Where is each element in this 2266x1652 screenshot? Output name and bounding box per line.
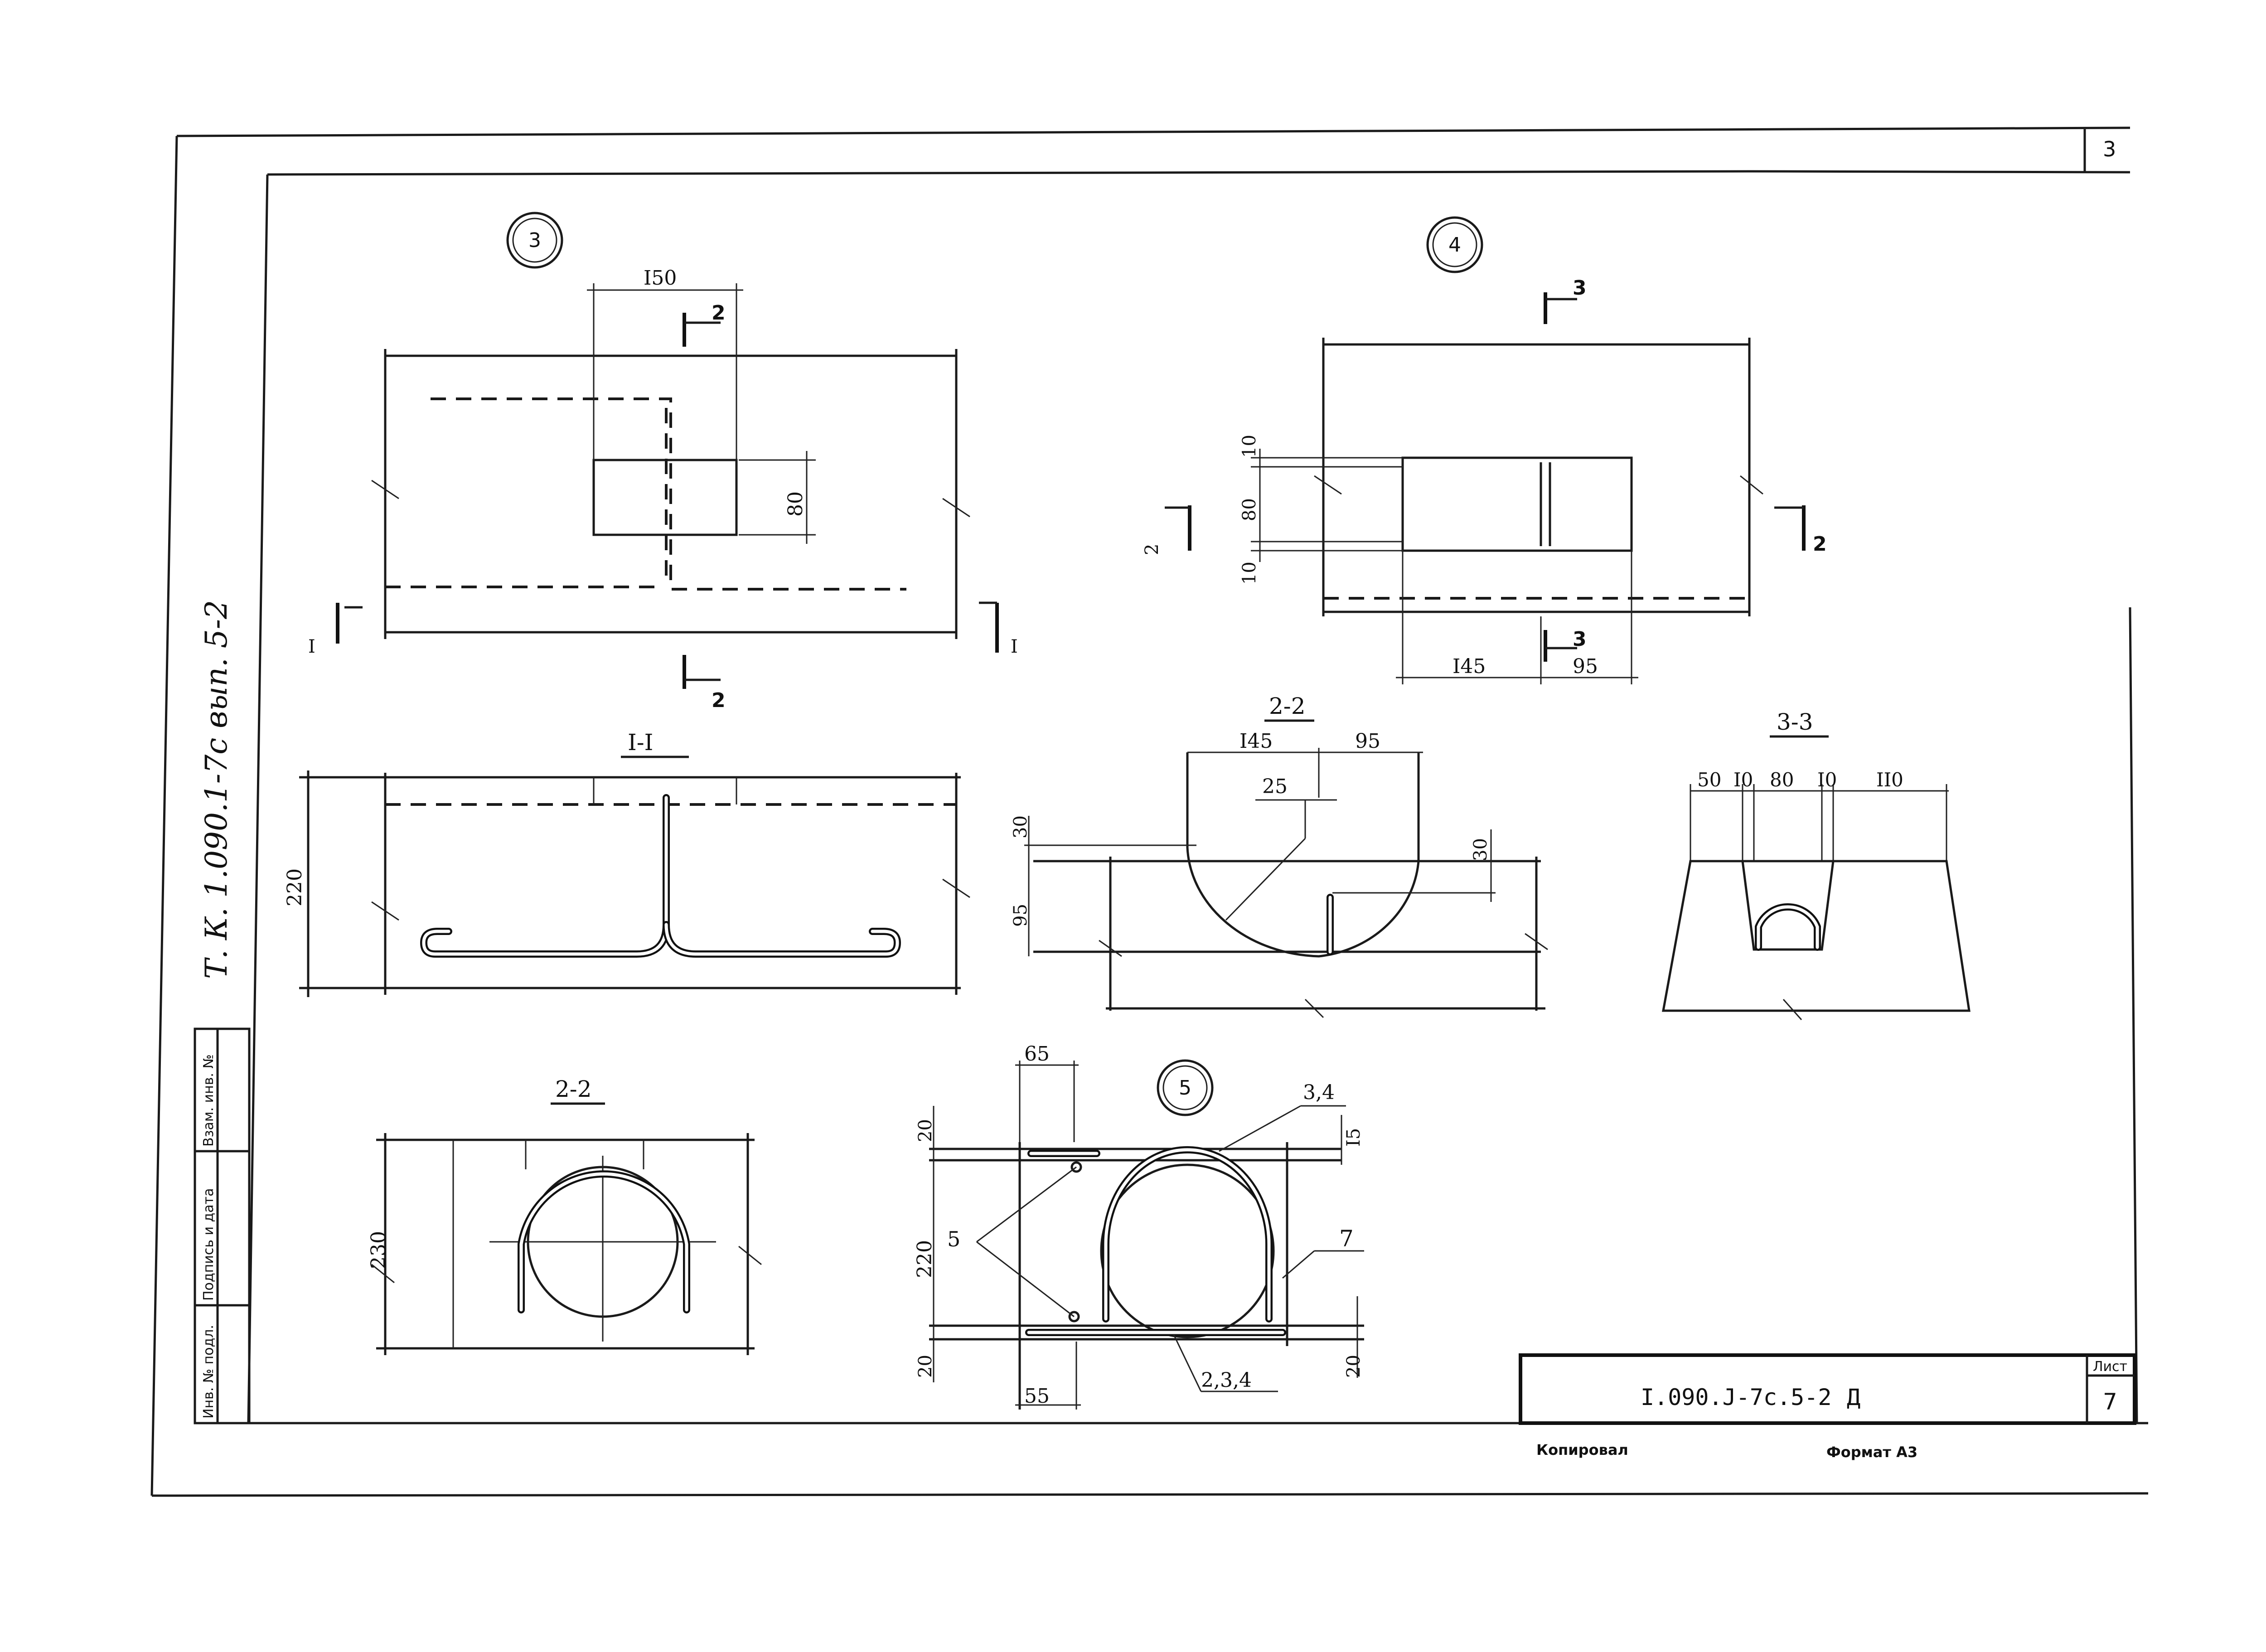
node-4-cut-2-right: 2: [1813, 533, 1827, 556]
node-3-cut-1-right: I: [1011, 636, 1018, 657]
section-2-2-top-view: 2-2 I45 95 25 30 95 30: [1010, 693, 1548, 1018]
section-3-3-dim-4: I0: [1817, 769, 1837, 791]
node-5-callout-right: 7: [1339, 1226, 1354, 1252]
section-2-2-top-offset: 25: [1262, 775, 1288, 798]
node-5-right-top: I5: [1343, 1128, 1364, 1147]
node-5-callout-left: 5: [947, 1227, 960, 1251]
node-5-view: 5 65 55 20 220 20 20 I5 5: [913, 1042, 1364, 1410]
node-3-marker: 3: [528, 229, 541, 252]
node-4-cut-3-bottom: 3: [1573, 628, 1587, 651]
node-5-top: 20: [915, 1119, 936, 1142]
section-2-2-bottom-height: 230: [367, 1231, 390, 1269]
section-3-3-view: 3-3 50 I0 80 I0 II0: [1662, 709, 1971, 1020]
node-4-view: 4 10 80 10 I45 95 3 3 2: [1142, 216, 1827, 684]
side-stamp: Инв. № подл. Подпись и дата Взам. инв. №: [194, 1027, 251, 1424]
title-block: I.090.J-7c.5-2 Д Лист 7 Копировал Формат…: [1519, 1353, 2136, 1461]
document-stage: Д: [1847, 1384, 1860, 1410]
node-5-marker: 5: [1179, 1076, 1191, 1100]
stamp-replace-label: Взам. инв. №: [201, 1054, 217, 1147]
vertical-stamp: Т. К. 1.090.1-7с вып. 5-2: [199, 600, 234, 979]
node-4-right: 95: [1573, 655, 1598, 678]
sheet-number: 7: [2103, 1389, 2117, 1415]
section-2-2-top-top: 30: [1010, 815, 1031, 838]
section-2-2-top-title: 2-2: [1269, 693, 1306, 719]
node-5-height: 220: [913, 1240, 936, 1278]
format-label: Формат А3: [1826, 1444, 1917, 1461]
section-1-1-view: I-I 220: [283, 729, 970, 997]
section-2-2-bottom-view: 2-2 230: [367, 1076, 762, 1355]
node-5-right-bottom: 20: [1343, 1355, 1364, 1378]
node-5-top-width: 65: [1024, 1042, 1050, 1066]
section-2-2-top-right-h: 30: [1470, 838, 1491, 861]
section-3-3-title: 3-3: [1777, 709, 1813, 735]
node-4-bottom: 10: [1239, 562, 1260, 585]
corner-number: 3: [2103, 137, 2116, 161]
node-4-marker: 4: [1448, 233, 1461, 257]
node-3-cut-2-top: 2: [712, 301, 726, 325]
section-2-2-top-right: 95: [1355, 730, 1380, 753]
stamp-sign-label: Подпись и дата: [201, 1188, 217, 1301]
stamp-inv-label: Инв. № подл.: [201, 1325, 217, 1419]
section-3-3-dim-3: 80: [1770, 769, 1794, 791]
node-3-cut-1-left: I: [308, 636, 315, 657]
section-2-2-top-left: I45: [1240, 730, 1273, 753]
node-4-cut-3-top: 3: [1573, 276, 1587, 300]
section-2-2-top-height: 95: [1010, 904, 1031, 927]
section-1-1-height: 220: [283, 868, 306, 906]
node-5-bottom: 20: [915, 1355, 936, 1378]
sheet-frame: 3: [150, 126, 2149, 1497]
section-2-2-bottom-title: 2-2: [555, 1076, 592, 1102]
node-3-width: I50: [644, 266, 677, 290]
node-5-bottom-width: 55: [1024, 1385, 1050, 1408]
node-4-cut-2-left: 2: [1142, 544, 1162, 555]
copied-label: Копировал: [1536, 1441, 1628, 1458]
node-4-top: 10: [1239, 435, 1260, 458]
section-3-3-dim-5: II0: [1876, 769, 1903, 791]
node-4-middle: 80: [1239, 498, 1260, 521]
document-designation: I.090.J-7c.5-2: [1641, 1384, 1831, 1410]
node-5-callout-bottom: 2,3,4: [1201, 1369, 1252, 1392]
section-1-1-title: I-I: [628, 729, 653, 756]
node-3-view: 3 I50 80 2 2 I I: [308, 212, 1018, 712]
section-3-3-dim-2: I0: [1733, 769, 1753, 791]
node-4-left: I45: [1453, 655, 1486, 678]
node-3-cut-2-bottom: 2: [712, 689, 726, 712]
section-3-3-dim-1: 50: [1697, 769, 1721, 791]
node-3-height: 80: [784, 491, 807, 517]
sheet-label: Лист: [2093, 1359, 2127, 1375]
node-5-callout-top: 3,4: [1303, 1081, 1335, 1104]
